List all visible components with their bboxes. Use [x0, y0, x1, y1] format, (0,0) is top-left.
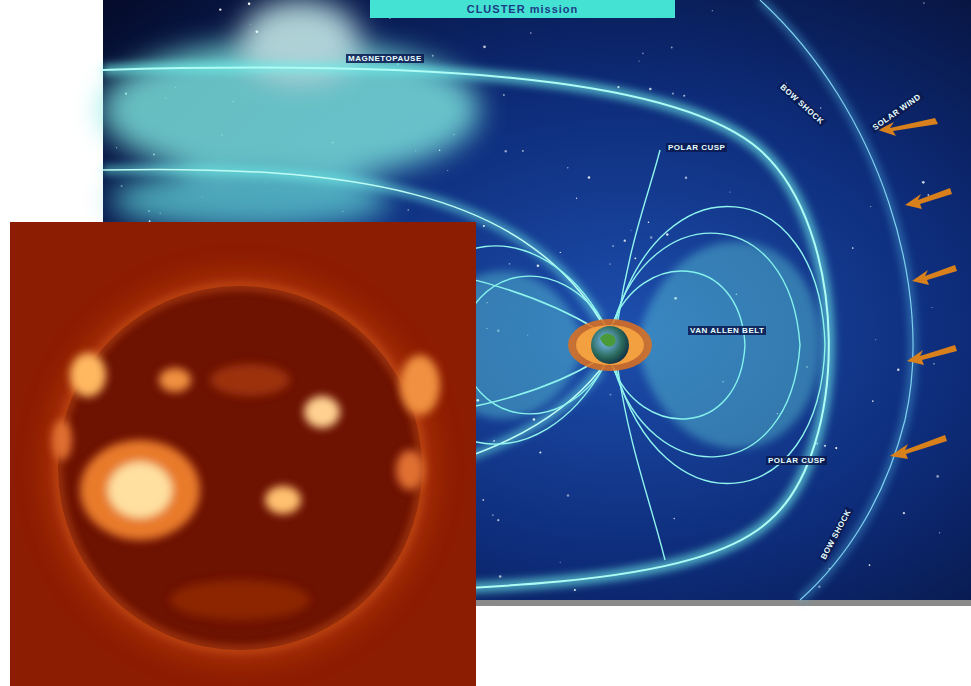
star: [609, 263, 610, 264]
star: [483, 225, 485, 227]
star: [824, 445, 826, 447]
star: [567, 167, 569, 169]
star: [932, 307, 933, 308]
star: [933, 363, 935, 365]
star: [574, 589, 576, 591]
star: [492, 514, 494, 516]
region-label: POLAR CUSP: [766, 456, 827, 465]
lobes: [430, 241, 820, 448]
star: [666, 233, 668, 235]
star: [617, 86, 619, 88]
star: [927, 194, 929, 196]
star: [447, 170, 448, 171]
star: [588, 176, 590, 178]
star: [648, 221, 650, 223]
region-label: VAN ALLEN BELT: [688, 326, 766, 335]
star: [493, 440, 495, 442]
star: [505, 150, 507, 152]
star: [499, 575, 502, 578]
star: [560, 252, 561, 253]
sun-xray-image: [10, 222, 476, 686]
star: [482, 499, 484, 501]
star: [683, 95, 685, 97]
star: [897, 369, 899, 371]
star: [539, 452, 541, 454]
star: [875, 339, 876, 340]
star: [729, 192, 730, 193]
solar-wind-arrows: [878, 118, 957, 459]
star: [639, 60, 640, 61]
star: [567, 494, 570, 497]
star: [522, 150, 524, 152]
star: [835, 447, 837, 449]
region-label: POLAR CUSP: [666, 143, 727, 152]
star: [503, 94, 505, 96]
star: [903, 512, 905, 514]
star: [939, 532, 940, 533]
star: [936, 475, 939, 478]
star: [672, 92, 674, 94]
star: [408, 209, 409, 210]
star: [820, 107, 822, 109]
star: [612, 245, 614, 247]
star: [560, 562, 561, 563]
star: [530, 32, 532, 34]
star: [712, 10, 713, 11]
star: [248, 3, 251, 6]
star: [630, 230, 631, 231]
star: [610, 394, 612, 396]
star: [497, 519, 499, 521]
star: [634, 257, 636, 259]
star: [432, 55, 434, 57]
star: [923, 2, 925, 4]
star: [870, 206, 871, 207]
star: [624, 239, 626, 241]
star: [685, 177, 687, 179]
star: [219, 8, 221, 10]
earth: [568, 319, 652, 371]
star: [533, 418, 535, 420]
star: [852, 247, 854, 249]
star: [576, 198, 577, 199]
star: [116, 147, 117, 148]
star: [642, 52, 644, 54]
star: [509, 263, 511, 265]
star: [483, 45, 486, 48]
star: [671, 47, 673, 49]
star: [922, 181, 925, 184]
star: [121, 185, 123, 187]
star: [872, 400, 874, 402]
star: [649, 88, 652, 91]
region-label: MAGNETOPAUSE: [346, 54, 424, 63]
star: [650, 236, 653, 239]
star: [869, 564, 871, 566]
star: [673, 518, 674, 519]
star: [537, 264, 540, 267]
title-bar: CLUSTER mission: [370, 0, 675, 18]
